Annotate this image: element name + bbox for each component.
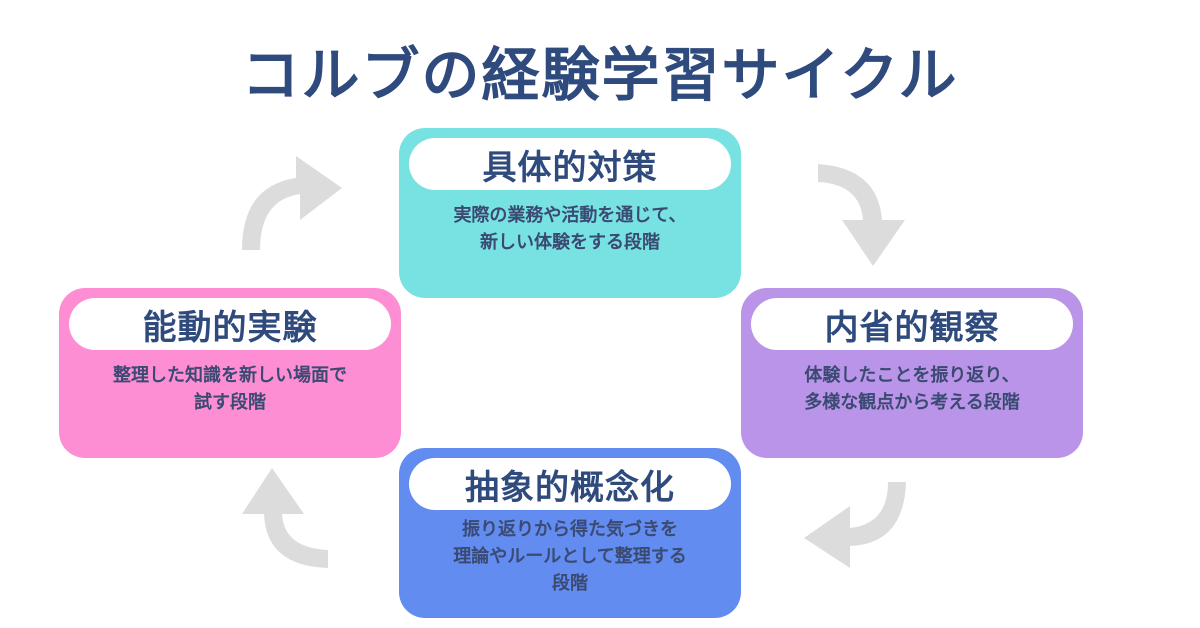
description-line: 理論やルールとして整理する: [453, 546, 687, 567]
description-line: 実際の業務や活動を通じて、: [453, 205, 687, 226]
stage-description: 実際の業務や活動を通じて、 新しい体験をする段階: [409, 202, 731, 256]
stage-card-concrete-experience: 具体的対策 実際の業務や活動を通じて、 新しい体験をする段階: [399, 128, 741, 298]
curved-arrow-top-left-icon: [242, 156, 342, 250]
stage-card-abstract-conceptualization: 抽象的概念化 振り返りから得た気づきを 理論やルールとして整理する 段階: [399, 448, 741, 618]
stage-heading: 具体的対策: [409, 138, 731, 190]
curved-arrow-bottom-left-icon: [242, 468, 328, 568]
description-line: 振り返りから得た気づきを: [462, 519, 678, 540]
curved-arrow-top-right-icon: [818, 164, 905, 266]
description-line: 整理した知識を新しい場面で: [113, 365, 347, 386]
stage-card-active-experimentation: 能動的実験 整理した知識を新しい場面で 試す段階: [59, 288, 401, 458]
stage-description: 体験したことを振り返り、 多様な観点から考える段階: [751, 362, 1073, 416]
stage-description: 整理した知識を新しい場面で 試す段階: [69, 362, 391, 416]
curved-arrow-bottom-right-icon: [804, 482, 906, 568]
stage-heading: 抽象的概念化: [409, 458, 731, 510]
description-line: 多様な観点から考える段階: [804, 392, 1020, 413]
stage-description: 振り返りから得た気づきを 理論やルールとして整理する 段階: [409, 516, 731, 597]
description-line: 試す段階: [194, 392, 266, 413]
description-line: 体験したことを振り返り、: [804, 365, 1020, 386]
page-title: コルブの経験学習サイクル: [241, 41, 959, 109]
stage-heading: 内省的観察: [751, 298, 1073, 350]
stage-card-reflective-observation: 内省的観察 体験したことを振り返り、 多様な観点から考える段階: [741, 288, 1083, 458]
description-line: 新しい体験をする段階: [480, 232, 660, 253]
description-line: 段階: [552, 573, 588, 594]
stage-heading: 能動的実験: [69, 298, 391, 350]
